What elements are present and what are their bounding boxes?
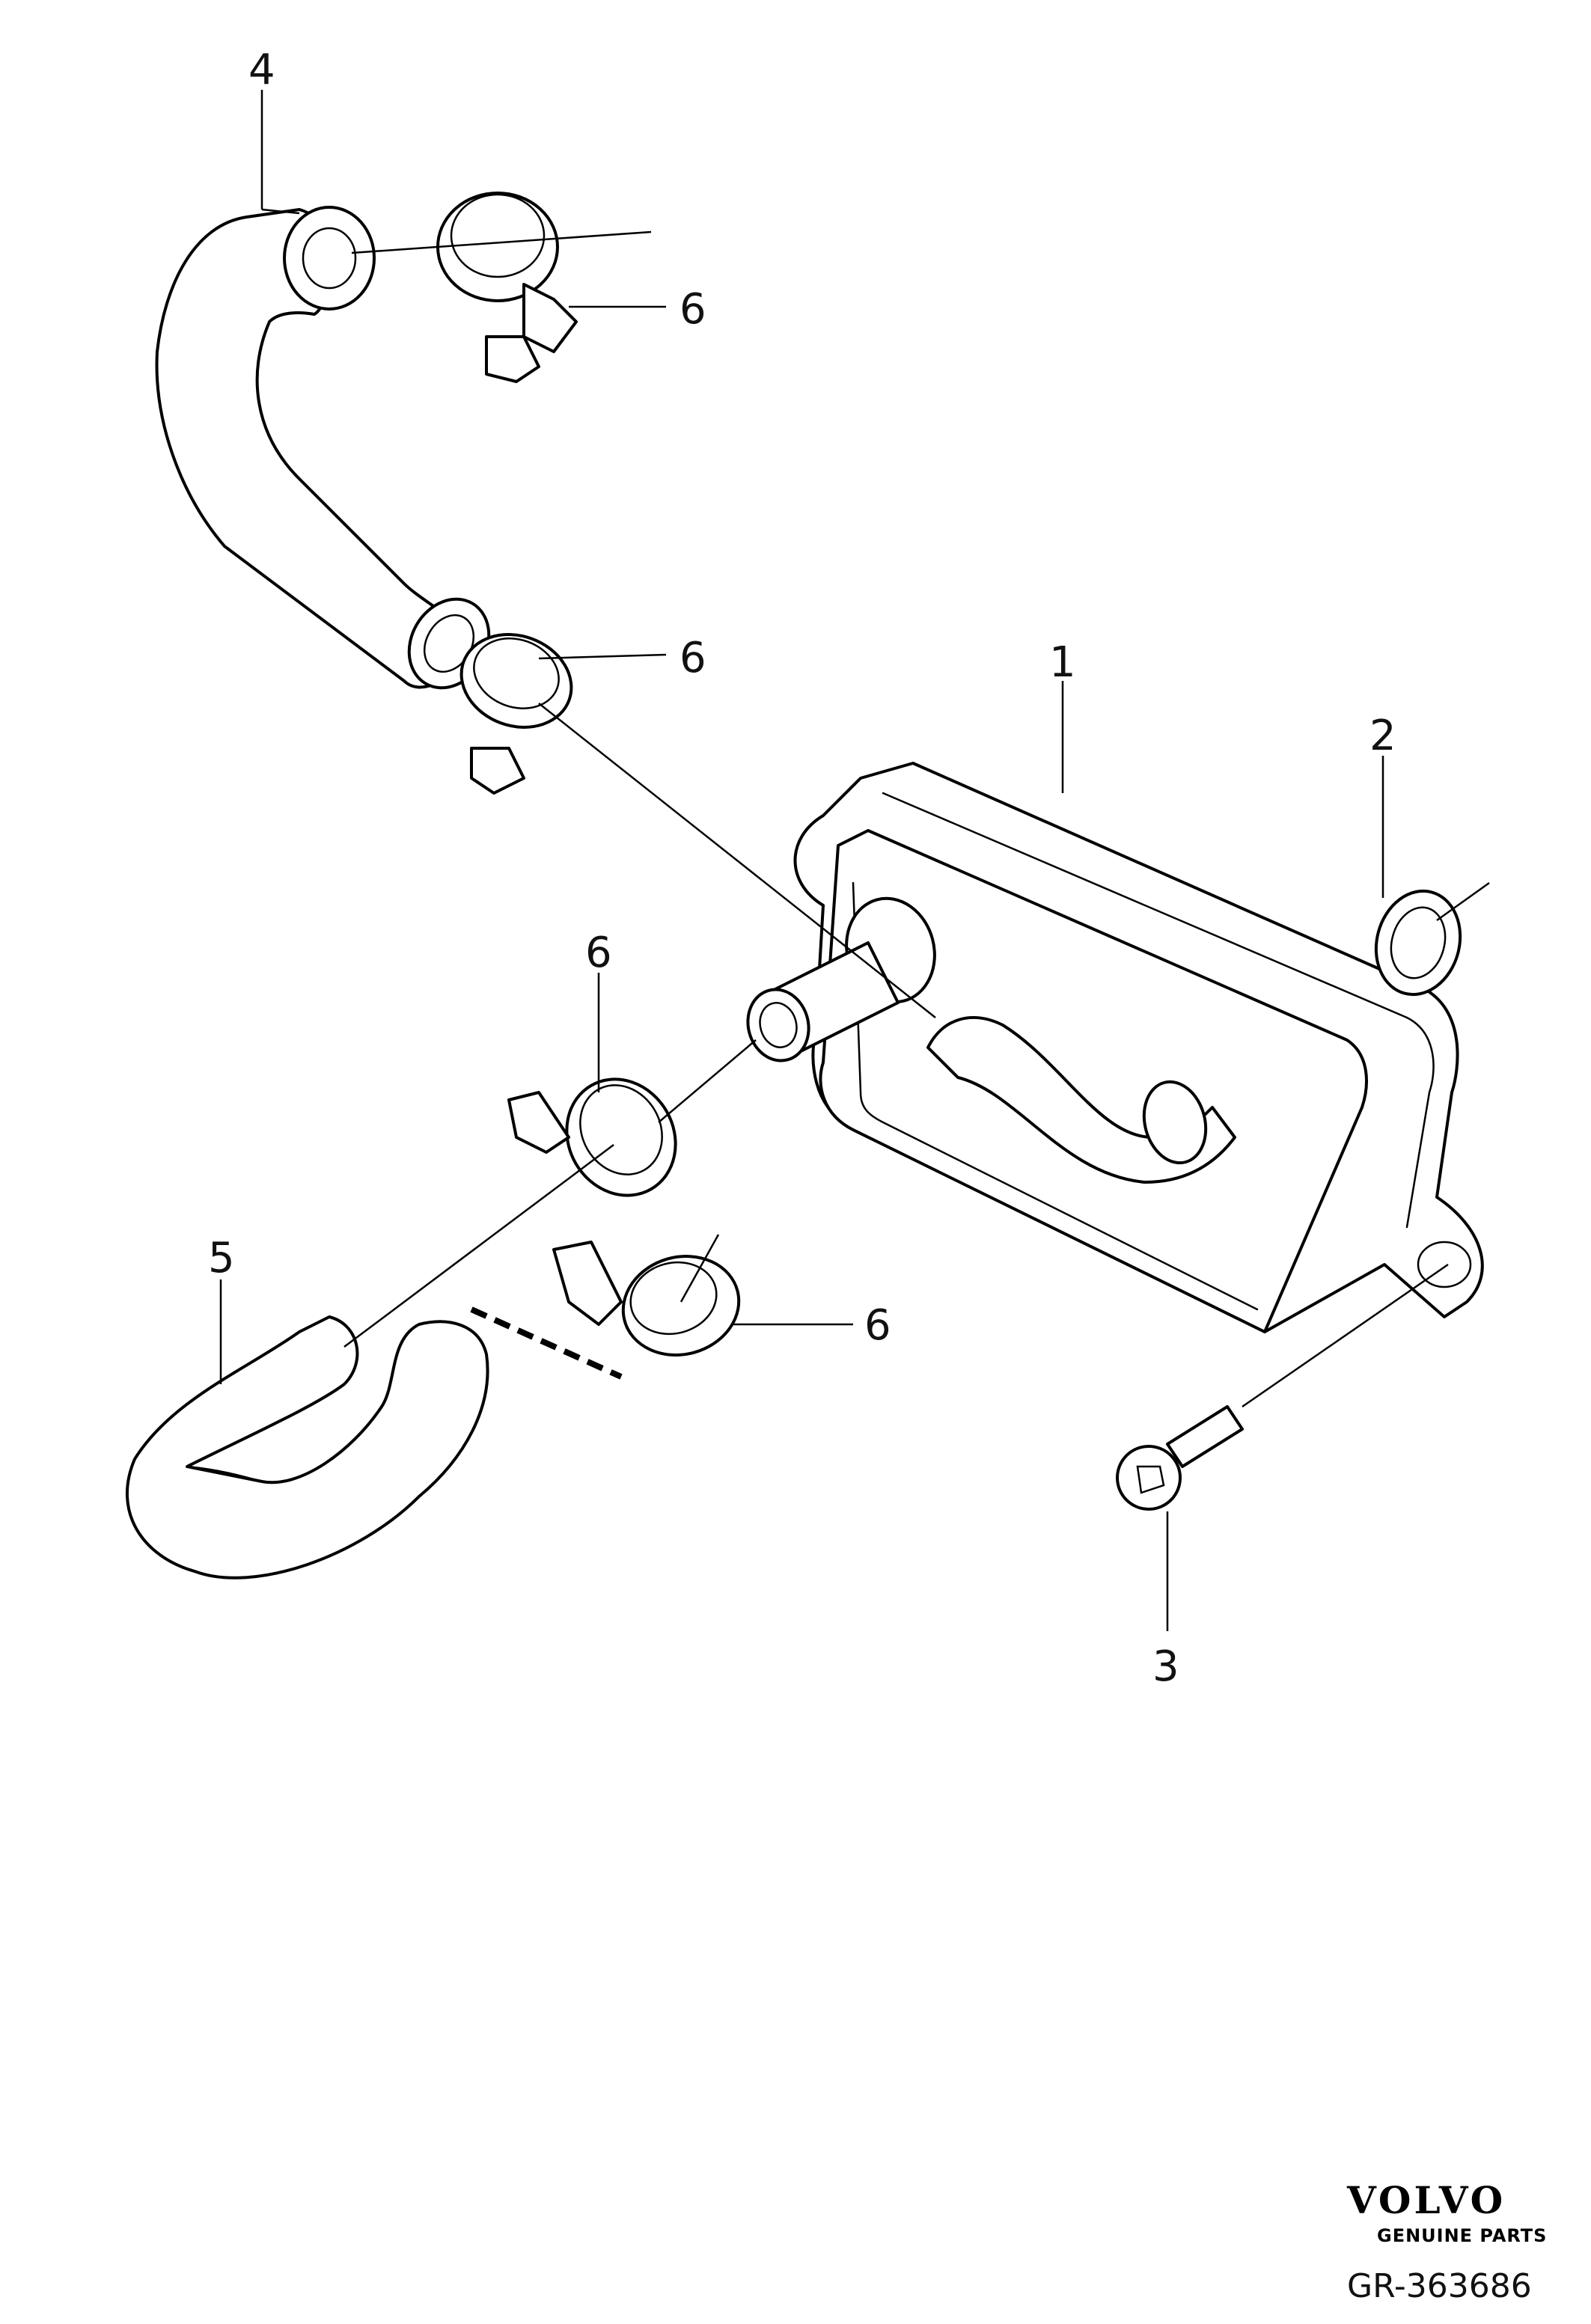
- callout-3: 3: [1152, 1642, 1179, 1691]
- callout-6-lower-right: 6: [864, 1301, 891, 1350]
- hidden-connection-line: [470, 1306, 623, 1380]
- callout-2: 2: [1369, 712, 1396, 760]
- callout-6-middle: 6: [680, 634, 706, 682]
- leader-lines: [219, 90, 1490, 1631]
- bolt-part-3: [1116, 1405, 1244, 1511]
- callout-4: 4: [248, 46, 275, 94]
- hose-clamp-top: [436, 192, 578, 383]
- upper-hose-part-4: [155, 206, 491, 690]
- brand-tagline: GENUINE PARTS: [1377, 2225, 1547, 2246]
- callout-1: 1: [1049, 638, 1076, 687]
- oil-cooler-part-1: [746, 762, 1484, 1333]
- diagram-reference: GR-363686: [1347, 2267, 1532, 2305]
- hose-clamp-lower-right: [552, 1241, 741, 1357]
- seal-ring-part-2: [1374, 889, 1462, 997]
- lower-hose-part-5: [126, 1315, 489, 1580]
- brand-logo: VOLVO: [1346, 2178, 1506, 2222]
- hose-clamp-lower-left: [507, 1077, 677, 1197]
- callout-6-top: 6: [680, 285, 706, 334]
- callout-6-lower-left: 6: [585, 929, 612, 977]
- callout-5: 5: [208, 1234, 235, 1282]
